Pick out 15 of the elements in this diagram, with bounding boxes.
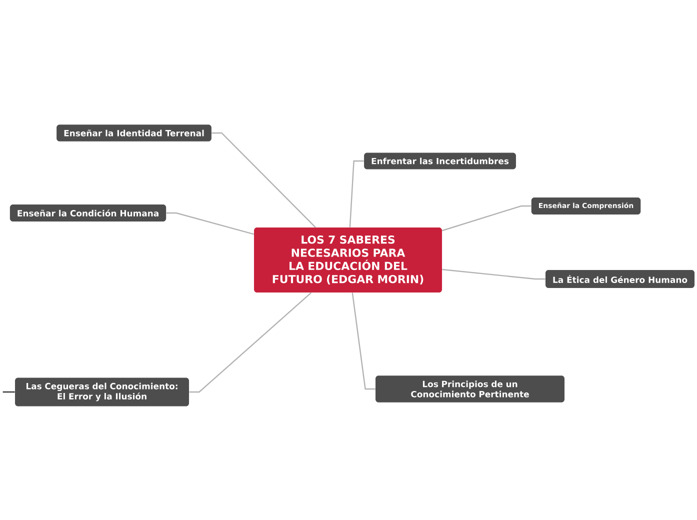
connector-line	[189, 292, 312, 393]
topic-box: Enseñar la Condición Humana	[10, 204, 166, 222]
topic-box: Enfrentar las Incertidumbres	[364, 152, 516, 170]
topic-box: Enseñar la Identidad Terrenal	[56, 124, 212, 142]
topic-box: Los Principios de un Conocimiento Pertinente	[376, 376, 564, 402]
connector-line	[166, 212, 254, 235]
connector-line	[442, 268, 546, 280]
connector-line	[352, 292, 376, 390]
connector-line	[212, 132, 316, 228]
topic-box: La Ética del Género Humano	[545, 270, 695, 288]
connector-line	[442, 205, 532, 232]
central-topic-box: LOS 7 SABERES NECESARIOS PARA LA EDUCACIÓN DEL FUTURO (EDGAR MORIN)	[254, 227, 442, 292]
connector-line	[2, 391, 15, 393]
connector-line	[349, 160, 364, 228]
topic-box: Las Cegueras del Conocimiento: El Error y la Ilusión	[15, 378, 189, 406]
